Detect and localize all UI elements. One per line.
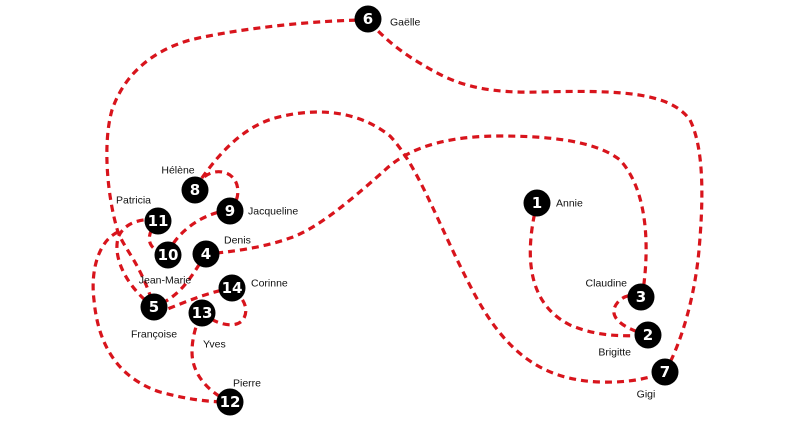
node-number: 1 (532, 194, 542, 212)
node-circle (218, 274, 246, 302)
node-circle (523, 189, 551, 217)
node-circle (651, 358, 679, 386)
route-segments (91, 18, 704, 404)
node-label: Corinne (251, 278, 288, 290)
node-label: Yves (203, 339, 226, 351)
route-segment-3-loop-7 (205, 134, 648, 298)
node-label: Patricia (116, 195, 151, 207)
route-segment-8-top-7 (193, 110, 666, 384)
node-number: 10 (158, 246, 179, 264)
node-label: Hélène (161, 165, 194, 177)
node-number: 9 (225, 202, 235, 220)
route-segment-left-12 (91, 230, 231, 404)
node-1: 1 Annie (523, 189, 583, 217)
node-number: 4 (201, 245, 211, 263)
node-number: 2 (643, 326, 653, 344)
route-segment-1-2 (528, 202, 649, 338)
node-number: 5 (149, 298, 159, 316)
route-segment-5-11 (115, 217, 159, 309)
node-number: 11 (148, 212, 169, 230)
node-8: 8 Hélène (161, 165, 209, 204)
node-circle (627, 283, 655, 311)
node-number: 12 (220, 393, 241, 411)
node-label: Denis (224, 235, 251, 247)
node-circle (188, 299, 216, 327)
node-circle (354, 5, 382, 33)
node-label: Gigi (637, 389, 656, 401)
node-circle (216, 388, 244, 416)
node-label: Brigitte (598, 347, 631, 359)
node-3: 3 Claudine (586, 278, 655, 311)
node-4: 4 Denis (192, 235, 251, 268)
node-label: Pierre (233, 378, 261, 390)
node-9: 9 Jacqueline (216, 197, 298, 225)
node-number: 8 (190, 181, 200, 199)
node-number: 3 (636, 288, 646, 306)
node-circle (154, 241, 182, 269)
node-number: 6 (363, 10, 373, 28)
node-number: 13 (192, 304, 213, 322)
node-number: 7 (660, 363, 670, 381)
node-label: Françoise (131, 329, 177, 341)
node-circle (181, 176, 209, 204)
node-label: Annie (556, 198, 583, 210)
node-14: 14 Corinne (218, 274, 288, 302)
node-circle (634, 321, 662, 349)
node-circle (192, 240, 220, 268)
node-number: 14 (222, 279, 243, 297)
route-segment-9-8 (193, 170, 240, 212)
node-circle (144, 207, 172, 235)
node-label: Jacqueline (248, 206, 298, 218)
node-label: Claudine (586, 278, 628, 290)
node-circle (216, 197, 244, 225)
node-11: 11 Patricia (116, 195, 172, 235)
node-label: Gaëlle (390, 17, 421, 29)
node-12: 12 Pierre (216, 378, 261, 416)
node-label: Jean-Marie (139, 275, 192, 287)
node-6: 6 Gaëlle (354, 5, 421, 33)
route-segment-6-left-11 (105, 18, 369, 308)
node-circle (140, 293, 168, 321)
route-segment-7-6 (366, 18, 704, 373)
